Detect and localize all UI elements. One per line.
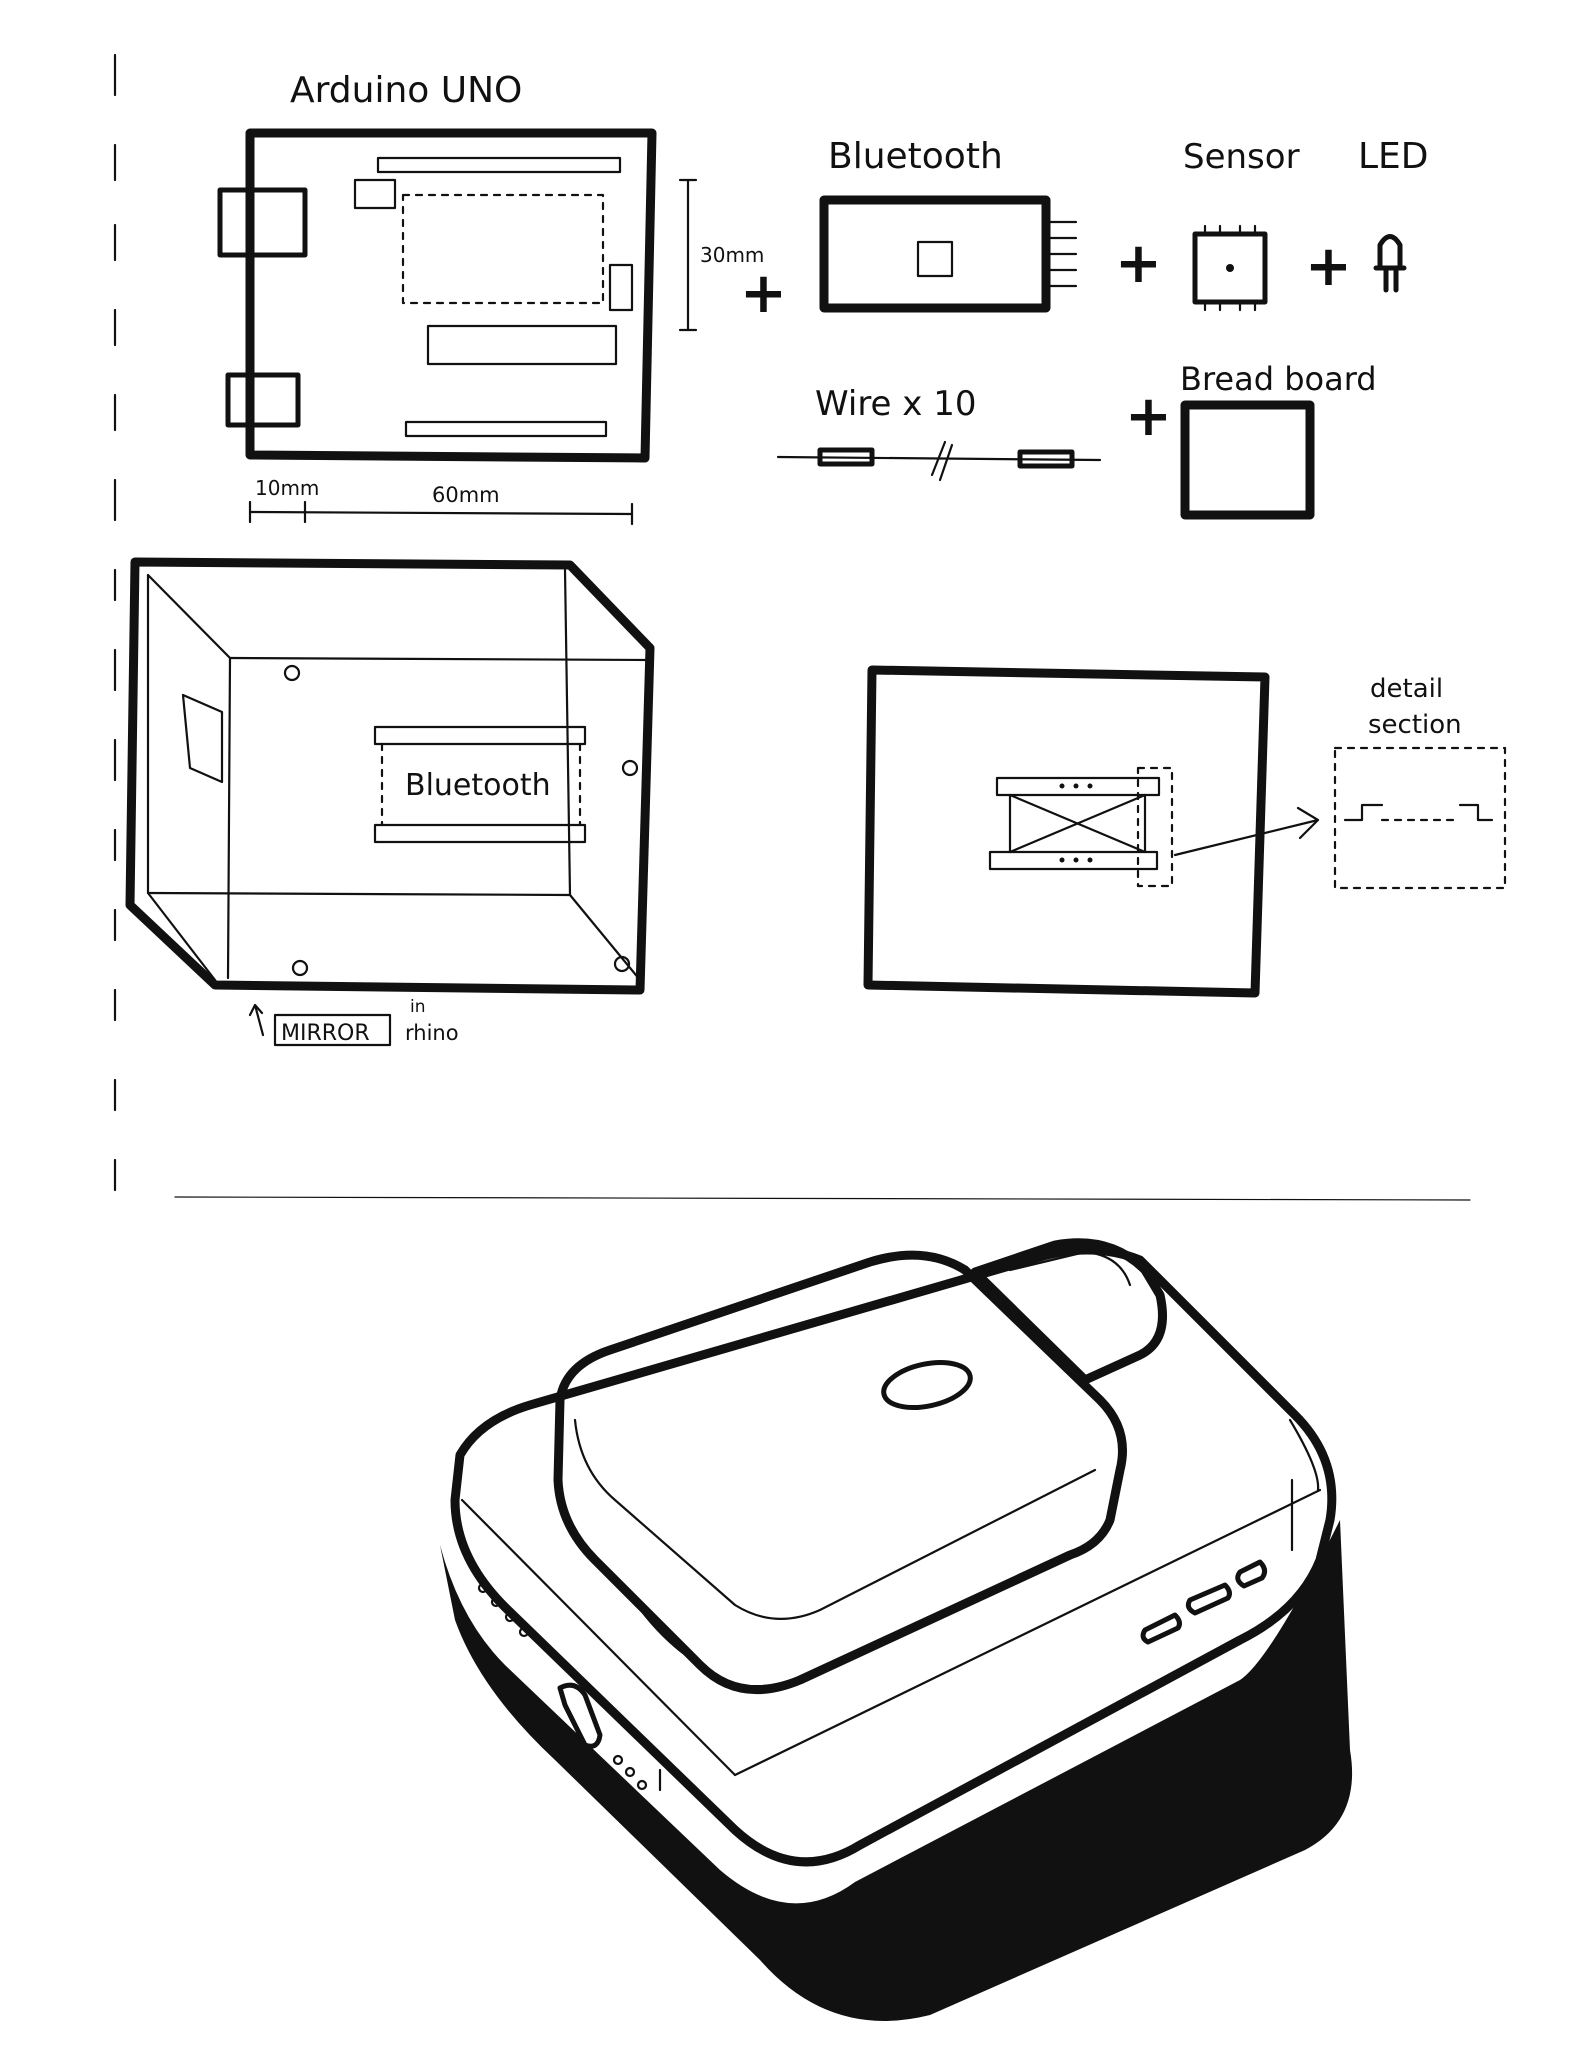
arduino-title: Arduino UNO — [290, 70, 522, 111]
breadboard-title: Bread board — [1180, 360, 1377, 398]
dimension-height: 30mm — [678, 178, 764, 332]
plus-sign: + — [1305, 234, 1352, 299]
mirror-rhino-label: rhino — [405, 1021, 459, 1045]
enclosure-bluetooth-label: Bluetooth — [405, 768, 551, 803]
wire-title: Wire x 10 — [815, 384, 976, 424]
plus-sign: + — [740, 261, 787, 326]
power-jack — [225, 372, 301, 428]
dim-60mm: 60mm — [432, 483, 500, 507]
dim-30mm: 30mm — [700, 243, 764, 267]
dim-10mm: 10mm — [255, 476, 319, 500]
breadboard-box — [1180, 400, 1315, 520]
usb-port — [217, 187, 308, 258]
enclosure-top-view — [863, 665, 1320, 998]
mirror-note: MIRROR in rhino — [248, 997, 459, 1047]
arduino-board — [217, 128, 657, 463]
bluetooth-title: Bluetooth — [828, 136, 1003, 177]
enclosure-perspective: Bluetooth — [125, 557, 655, 995]
detail-label-2: section — [1368, 710, 1462, 740]
plus-sign: + — [1115, 231, 1162, 296]
product-sketch — [440, 1238, 1353, 2021]
wire-icon — [776, 440, 1102, 482]
chip-outline — [401, 193, 605, 305]
plus-sign: + — [1125, 384, 1172, 449]
mirror-in-label: in — [410, 997, 426, 1017]
bluetooth-module — [819, 195, 1078, 313]
section-divider — [174, 1196, 1471, 1201]
dimension-width: 10mm 60mm — [248, 476, 634, 526]
mirror-label: MIRROR — [281, 1021, 370, 1046]
led-title: LED — [1358, 136, 1429, 177]
detail-section — [1333, 746, 1507, 890]
sensor-chip — [1192, 224, 1268, 312]
led-icon — [1373, 234, 1407, 293]
sensor-title: Sensor — [1183, 137, 1300, 177]
detail-label-1: detail — [1370, 674, 1443, 704]
